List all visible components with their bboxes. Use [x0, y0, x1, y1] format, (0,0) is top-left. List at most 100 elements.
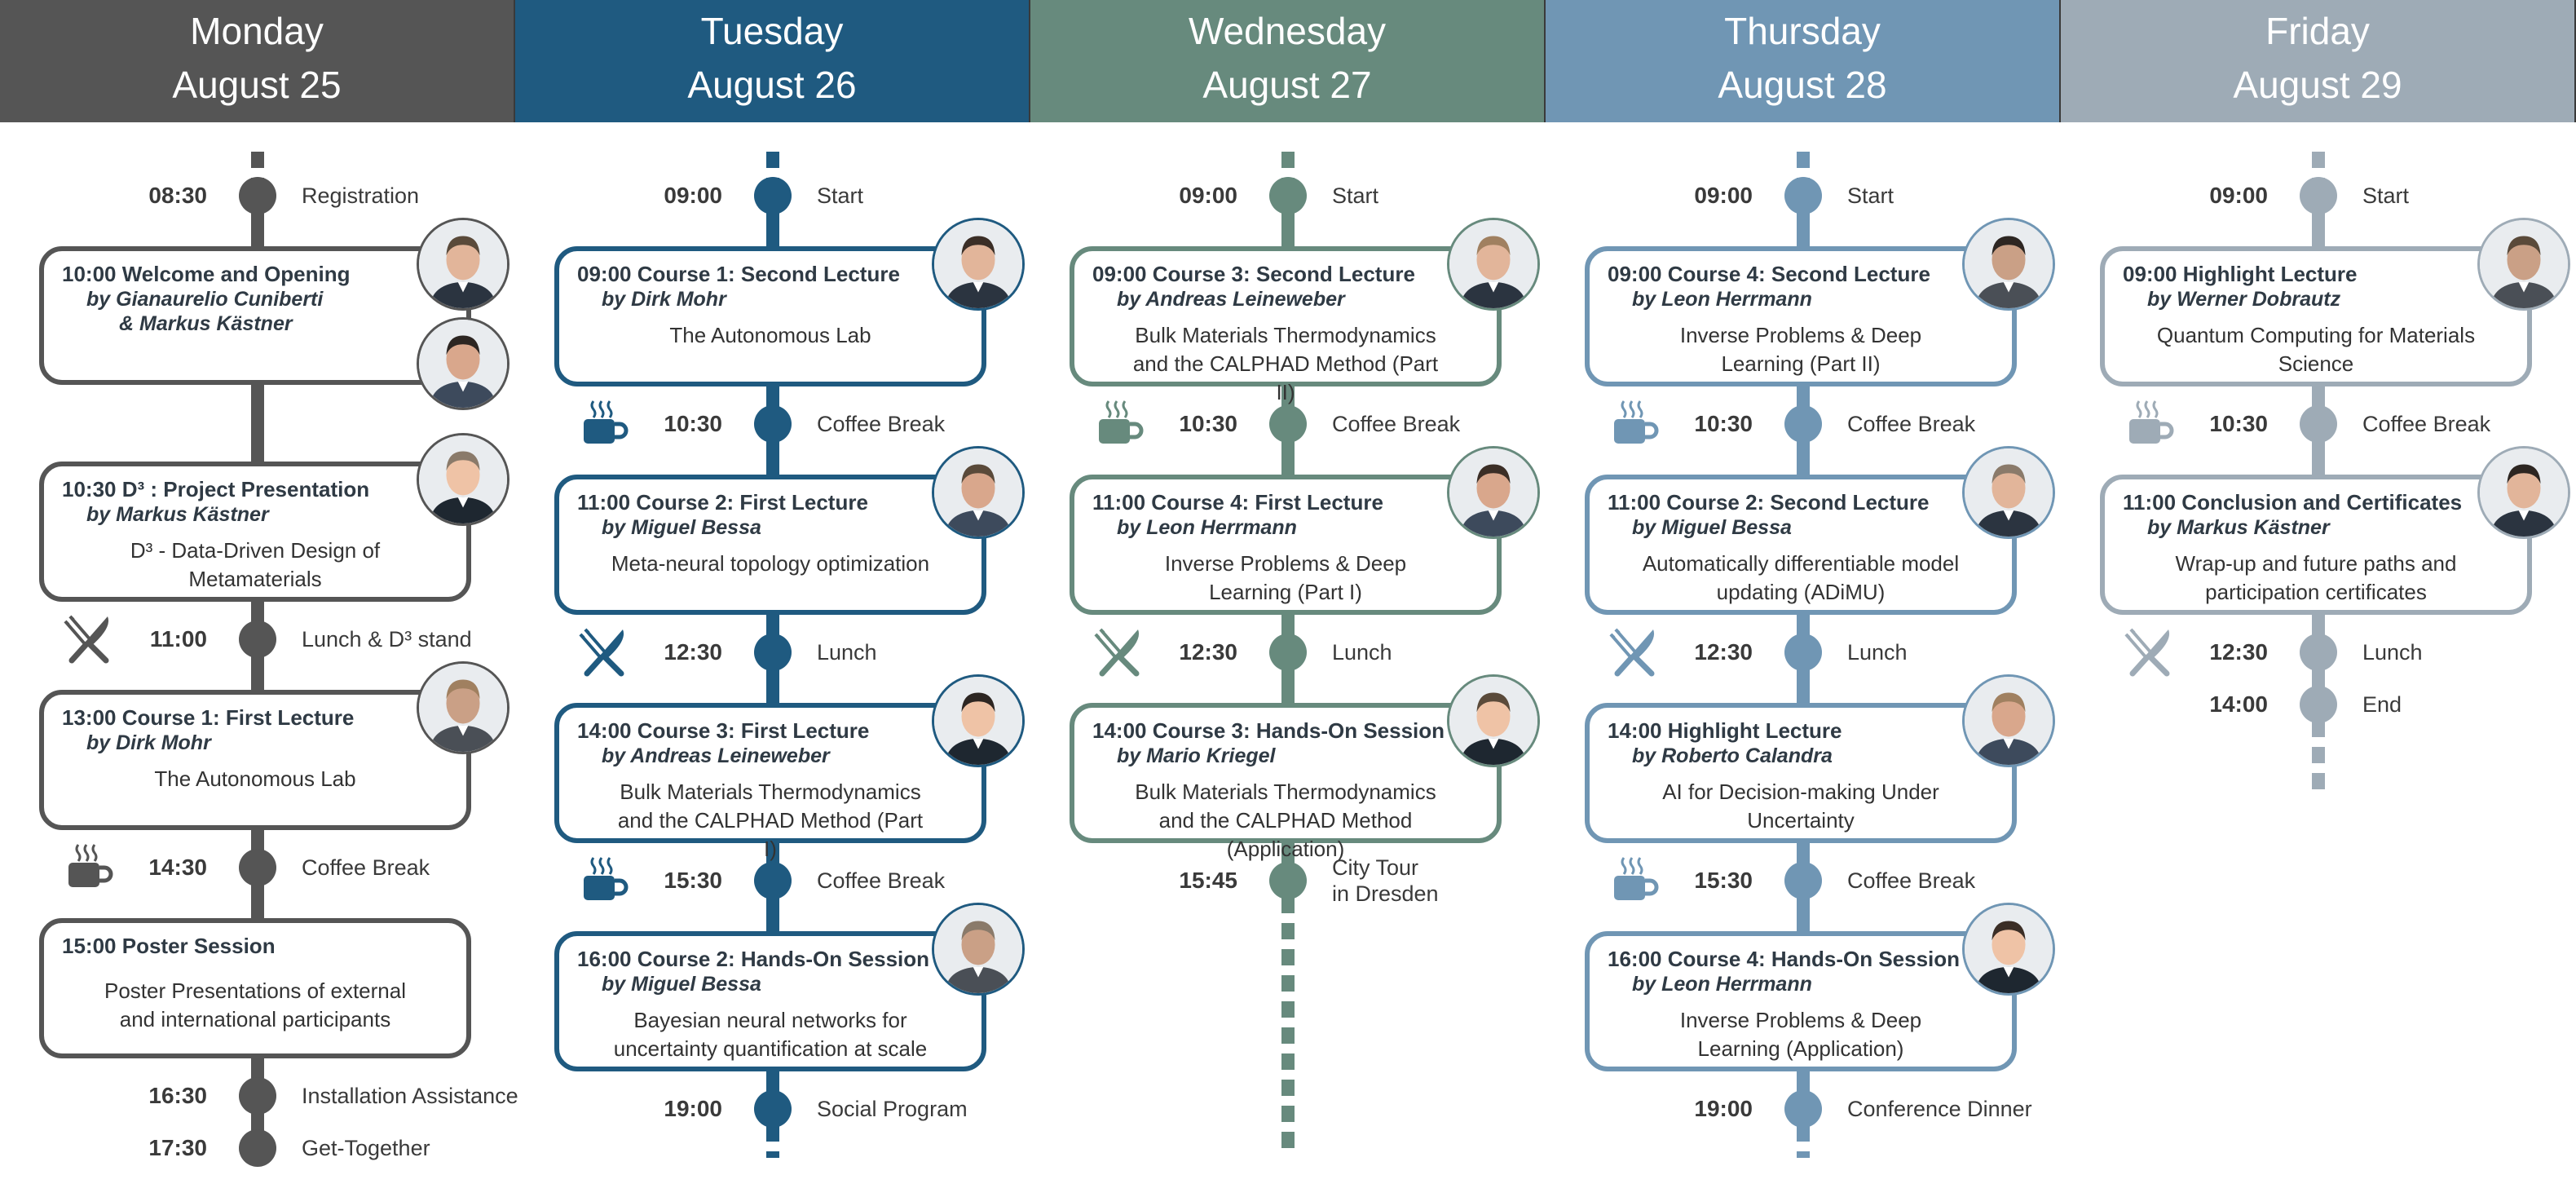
day-name: Monday [190, 10, 324, 52]
session-speaker: by Markus Kästner [86, 503, 269, 526]
event-label: Start [817, 183, 863, 209]
session-title: 13:00 Course 1: First Lecture [62, 705, 355, 730]
timeline-dot [239, 1129, 276, 1167]
event-label-line: Start [1847, 183, 1895, 208]
timeline-dot [2300, 405, 2337, 443]
speaker-photo [2477, 446, 2570, 539]
event-label-line: Installation Assistance [302, 1084, 518, 1108]
timeline-dot [1784, 1090, 1822, 1128]
event-label-line: Start [2362, 183, 2410, 208]
timeline-dot [754, 862, 792, 899]
event-label: Lunch [1847, 639, 1908, 665]
speaker-photo [2477, 218, 2570, 311]
event-label: Start [1847, 183, 1894, 209]
event-label: Start [2362, 183, 2409, 209]
event-label-line: Lunch [1332, 640, 1392, 665]
event-time: 08:30 [148, 183, 207, 208]
day-date: August 25 [172, 64, 342, 106]
event-time: 14:00 [2209, 691, 2268, 717]
session-description: Inverse Problems & Deep Learning (Applic… [1679, 1008, 1922, 1061]
speaker-photo [932, 446, 1025, 539]
coffee-cup-icon [2123, 396, 2175, 448]
event-time: 14:30 [148, 855, 207, 880]
day-date: August 26 [687, 64, 857, 106]
timeline-dot [1269, 405, 1307, 443]
timeline-dot [754, 405, 792, 443]
event-label: Registration [302, 183, 419, 209]
event-time: 15:30 [1694, 868, 1753, 893]
session-title: 15:00 Poster Session [62, 934, 276, 958]
session-title: 16:00 Course 4: Hands-On Session [1608, 947, 1961, 971]
timeline-dot [1784, 862, 1822, 899]
event-time: 09:00 [2209, 183, 2268, 208]
event-time: 10:30 [1179, 411, 1237, 436]
session-speaker: by Leon Herrmann [1632, 973, 1812, 996]
speaker-photo [1962, 218, 2055, 311]
event-time: 17:30 [148, 1135, 207, 1160]
timeline-dot [239, 621, 276, 658]
event-label: Coffee Break [1847, 411, 1975, 437]
event-label: Coffee Break [817, 868, 945, 894]
session-title: 09:00 Course 4: Second Lecture [1608, 262, 1930, 286]
event-label-line: End [2362, 692, 2402, 717]
session-description: Meta-neural topology optimization [611, 551, 930, 576]
timeline-dot [1269, 177, 1307, 214]
session-description: AI for Decision-making Under Uncertainty [1662, 780, 1939, 833]
speaker-photo [417, 317, 509, 410]
speaker-photo [932, 903, 1025, 996]
event-label: Coffee Break [2362, 411, 2490, 437]
event-time: 10:30 [664, 411, 722, 436]
timeline-dot [1269, 634, 1307, 671]
session-title: 14:00 Course 3: Hands-On Session [1092, 718, 1445, 743]
session-title: 11:00 Course 2: First Lecture [577, 490, 868, 515]
event-label: Get-Together [302, 1135, 430, 1161]
timeline-dot [2300, 686, 2337, 723]
timeline-dot [754, 177, 792, 214]
event-label-line: Coffee Break [817, 868, 946, 893]
event-label-line: Conference Dinner [1847, 1097, 2032, 1121]
session-speaker: by Dirk Mohr [602, 288, 726, 311]
session-speaker: by Mario Kriegel [1117, 744, 1276, 767]
event-time: 16:30 [148, 1083, 207, 1108]
event-label: Start [1332, 183, 1378, 209]
day-date: August 27 [1202, 64, 1372, 106]
event-label-line: City Tour [1332, 855, 1419, 880]
timeline-end-dashes [1281, 897, 1295, 1158]
session-speaker: by Miguel Bessa [602, 516, 761, 539]
timeline-dot [2300, 634, 2337, 671]
timeline-dot [1784, 405, 1822, 443]
session-title: 11:00 Course 2: Second Lecture [1608, 490, 1930, 515]
session-speaker: by Roberto Calandra [1632, 744, 1833, 767]
coffee-cup-icon [577, 396, 629, 448]
session-speaker: by Markus Kästner [2147, 516, 2330, 539]
speaker-photo [1447, 218, 1540, 311]
session-speaker: by Gianaurelio Cuniberti [86, 288, 324, 311]
timeline-dot [754, 1090, 792, 1128]
event-label-line: Coffee Break [1847, 412, 1976, 436]
event-label: Coffee Break [1847, 868, 1975, 894]
event-label-line: Lunch & D³ stand [302, 627, 472, 652]
day-name: Tuesday [700, 10, 844, 52]
event-time: 10:30 [2209, 411, 2268, 436]
fork-knife-icon [2123, 625, 2175, 677]
timeline-end-dashes [1797, 1125, 1810, 1158]
